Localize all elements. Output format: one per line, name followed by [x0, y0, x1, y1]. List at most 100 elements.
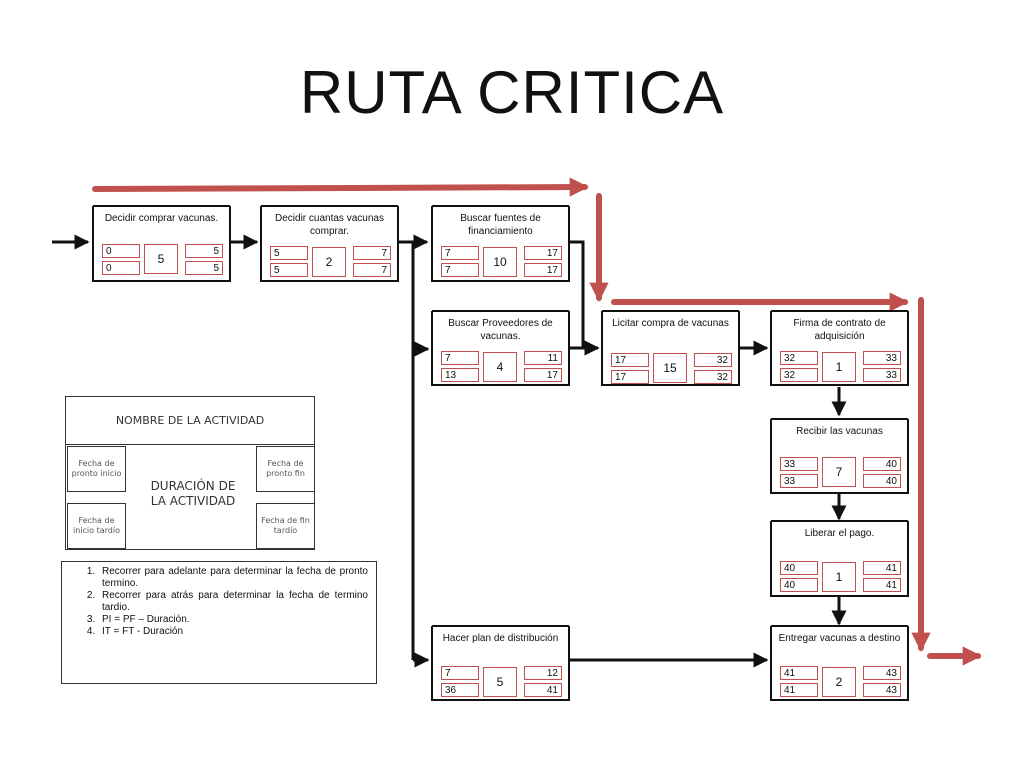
branch-trunk	[398, 240, 415, 660]
critical-path-arrows	[92, 177, 982, 666]
duration: 1	[822, 562, 856, 592]
legend-box: NOMBRE DE LA ACTIVIDAD Fecha de pronto i…	[65, 396, 315, 550]
node-frame	[770, 521, 909, 597]
early-start: 0	[102, 244, 140, 258]
early-start: 41	[780, 666, 818, 680]
early-start: 40	[780, 561, 818, 575]
early-start: 7	[441, 246, 479, 260]
legend-early-start: Fecha de pronto inicio	[67, 446, 126, 492]
page-title: RUTA CRITICA	[299, 59, 725, 126]
duration: 5	[144, 244, 178, 274]
early-finish: 32	[694, 353, 732, 367]
activity-node: Decidir cuantas vacunas comprar. 5 5 2 7…	[261, 206, 398, 278]
legend-late-start: Fecha de inicio tardío	[67, 503, 126, 549]
late-finish: 5	[185, 261, 223, 275]
early-start: 7	[441, 666, 479, 680]
note-item: Recorrer para adelante para determinar l…	[98, 566, 368, 590]
late-finish: 40	[863, 474, 901, 488]
late-finish: 41	[524, 683, 562, 697]
late-start: 0	[102, 261, 140, 275]
early-finish: 11	[524, 351, 562, 365]
duration: 1	[822, 352, 856, 382]
late-start: 33	[780, 474, 818, 488]
activity-name: Buscar Proveedores de vacunas.	[448, 318, 553, 342]
activity-node: Licitar compra de vacunas 17 17 15 32 32	[602, 311, 739, 384]
duration: 4	[483, 352, 517, 382]
node-frame	[431, 206, 570, 282]
duration: 2	[822, 667, 856, 697]
early-finish: 7	[353, 246, 391, 260]
early-finish: 41	[863, 561, 901, 575]
late-finish: 41	[863, 578, 901, 592]
late-finish: 43	[863, 683, 901, 697]
notes-box: Recorrer para adelante para determinar l…	[61, 561, 377, 684]
late-start: 36	[441, 683, 479, 697]
note-item: IT = FT - Duración	[98, 626, 368, 638]
late-start: 5	[270, 263, 308, 277]
activity-node: Hacer plan de distribución 7 36 5 12 41	[432, 626, 569, 698]
late-start: 32	[780, 368, 818, 382]
legend-header: NOMBRE DE LA ACTIVIDAD	[66, 397, 314, 445]
legend-duration: DURACIÓN DE LA ACTIVIDAD	[150, 479, 236, 508]
early-start: 17	[611, 353, 649, 367]
late-finish: 17	[524, 368, 562, 382]
late-start: 7	[441, 263, 479, 277]
node-frames	[92, 205, 909, 701]
duration: 15	[653, 353, 687, 383]
activity-name: Decidir comprar vacunas.	[104, 213, 219, 224]
activity-node: Recibir las vacunas 33 33 7 40 40	[771, 419, 908, 491]
activity-name: Licitar compra de vacunas	[612, 318, 729, 329]
late-finish: 33	[863, 368, 901, 382]
early-finish: 43	[863, 666, 901, 680]
legend-late-finish: Fecha de fin tardío	[256, 503, 315, 549]
late-finish: 7	[353, 263, 391, 277]
arrow-n3-n5	[569, 240, 600, 356]
early-start: 5	[270, 246, 308, 260]
activity-node: Buscar fuentes de financiamiento 7 7 10 …	[432, 206, 569, 278]
node-frame	[770, 419, 909, 494]
early-finish: 17	[524, 246, 562, 260]
critical-arrow-top	[92, 177, 589, 197]
node-frame	[770, 311, 909, 386]
node-frame	[601, 311, 740, 386]
activity-name: Liberar el pago.	[804, 528, 875, 539]
duration: 7	[822, 457, 856, 487]
late-start: 13	[441, 368, 479, 382]
node-frame	[260, 206, 399, 282]
activity-node: Entregar vacunas a destino 41 41 2 43 43	[771, 626, 908, 698]
activity-name: Decidir cuantas vacunas comprar.	[275, 213, 384, 237]
late-start: 40	[780, 578, 818, 592]
duration: 10	[483, 247, 517, 277]
late-finish: 32	[694, 370, 732, 384]
early-finish: 33	[863, 351, 901, 365]
activity-name: Entregar vacunas a destino	[778, 633, 901, 644]
early-start: 33	[780, 457, 818, 471]
activity-name: Firma de contrato de adquisición	[793, 318, 886, 342]
activity-node: Buscar Proveedores de vacunas. 7 13 4 11…	[432, 311, 569, 383]
note-item: PI = PF – Duración.	[98, 614, 368, 626]
note-item: Recorrer para atrás para determinar la f…	[98, 590, 368, 614]
activity-name: Hacer plan de distribución	[442, 633, 559, 644]
activity-name: Recibir las vacunas	[796, 426, 883, 437]
late-finish: 17	[524, 263, 562, 277]
node-frame	[92, 206, 231, 282]
flow-lines	[52, 234, 847, 668]
node-frame	[431, 311, 570, 386]
node-frame	[770, 626, 909, 701]
node-frame	[431, 626, 570, 701]
late-start: 17	[611, 370, 649, 384]
early-start: 32	[780, 351, 818, 365]
duration: 5	[483, 667, 517, 697]
activity-name: Buscar fuentes de financiamiento	[460, 213, 541, 237]
early-finish: 40	[863, 457, 901, 471]
duration: 2	[312, 247, 346, 277]
activity-node: Decidir comprar vacunas. 0 0 5 5 5	[93, 206, 230, 278]
activity-node: Firma de contrato de adquisición 32 32 1…	[771, 311, 908, 383]
early-start: 7	[441, 351, 479, 365]
early-finish: 12	[524, 666, 562, 680]
activity-node: Liberar el pago. 40 40 1 41 41	[771, 521, 908, 593]
legend-early-finish: Fecha de pronto fin	[256, 446, 315, 492]
late-start: 41	[780, 683, 818, 697]
notes-list: Recorrer para adelante para determinar l…	[84, 566, 368, 638]
